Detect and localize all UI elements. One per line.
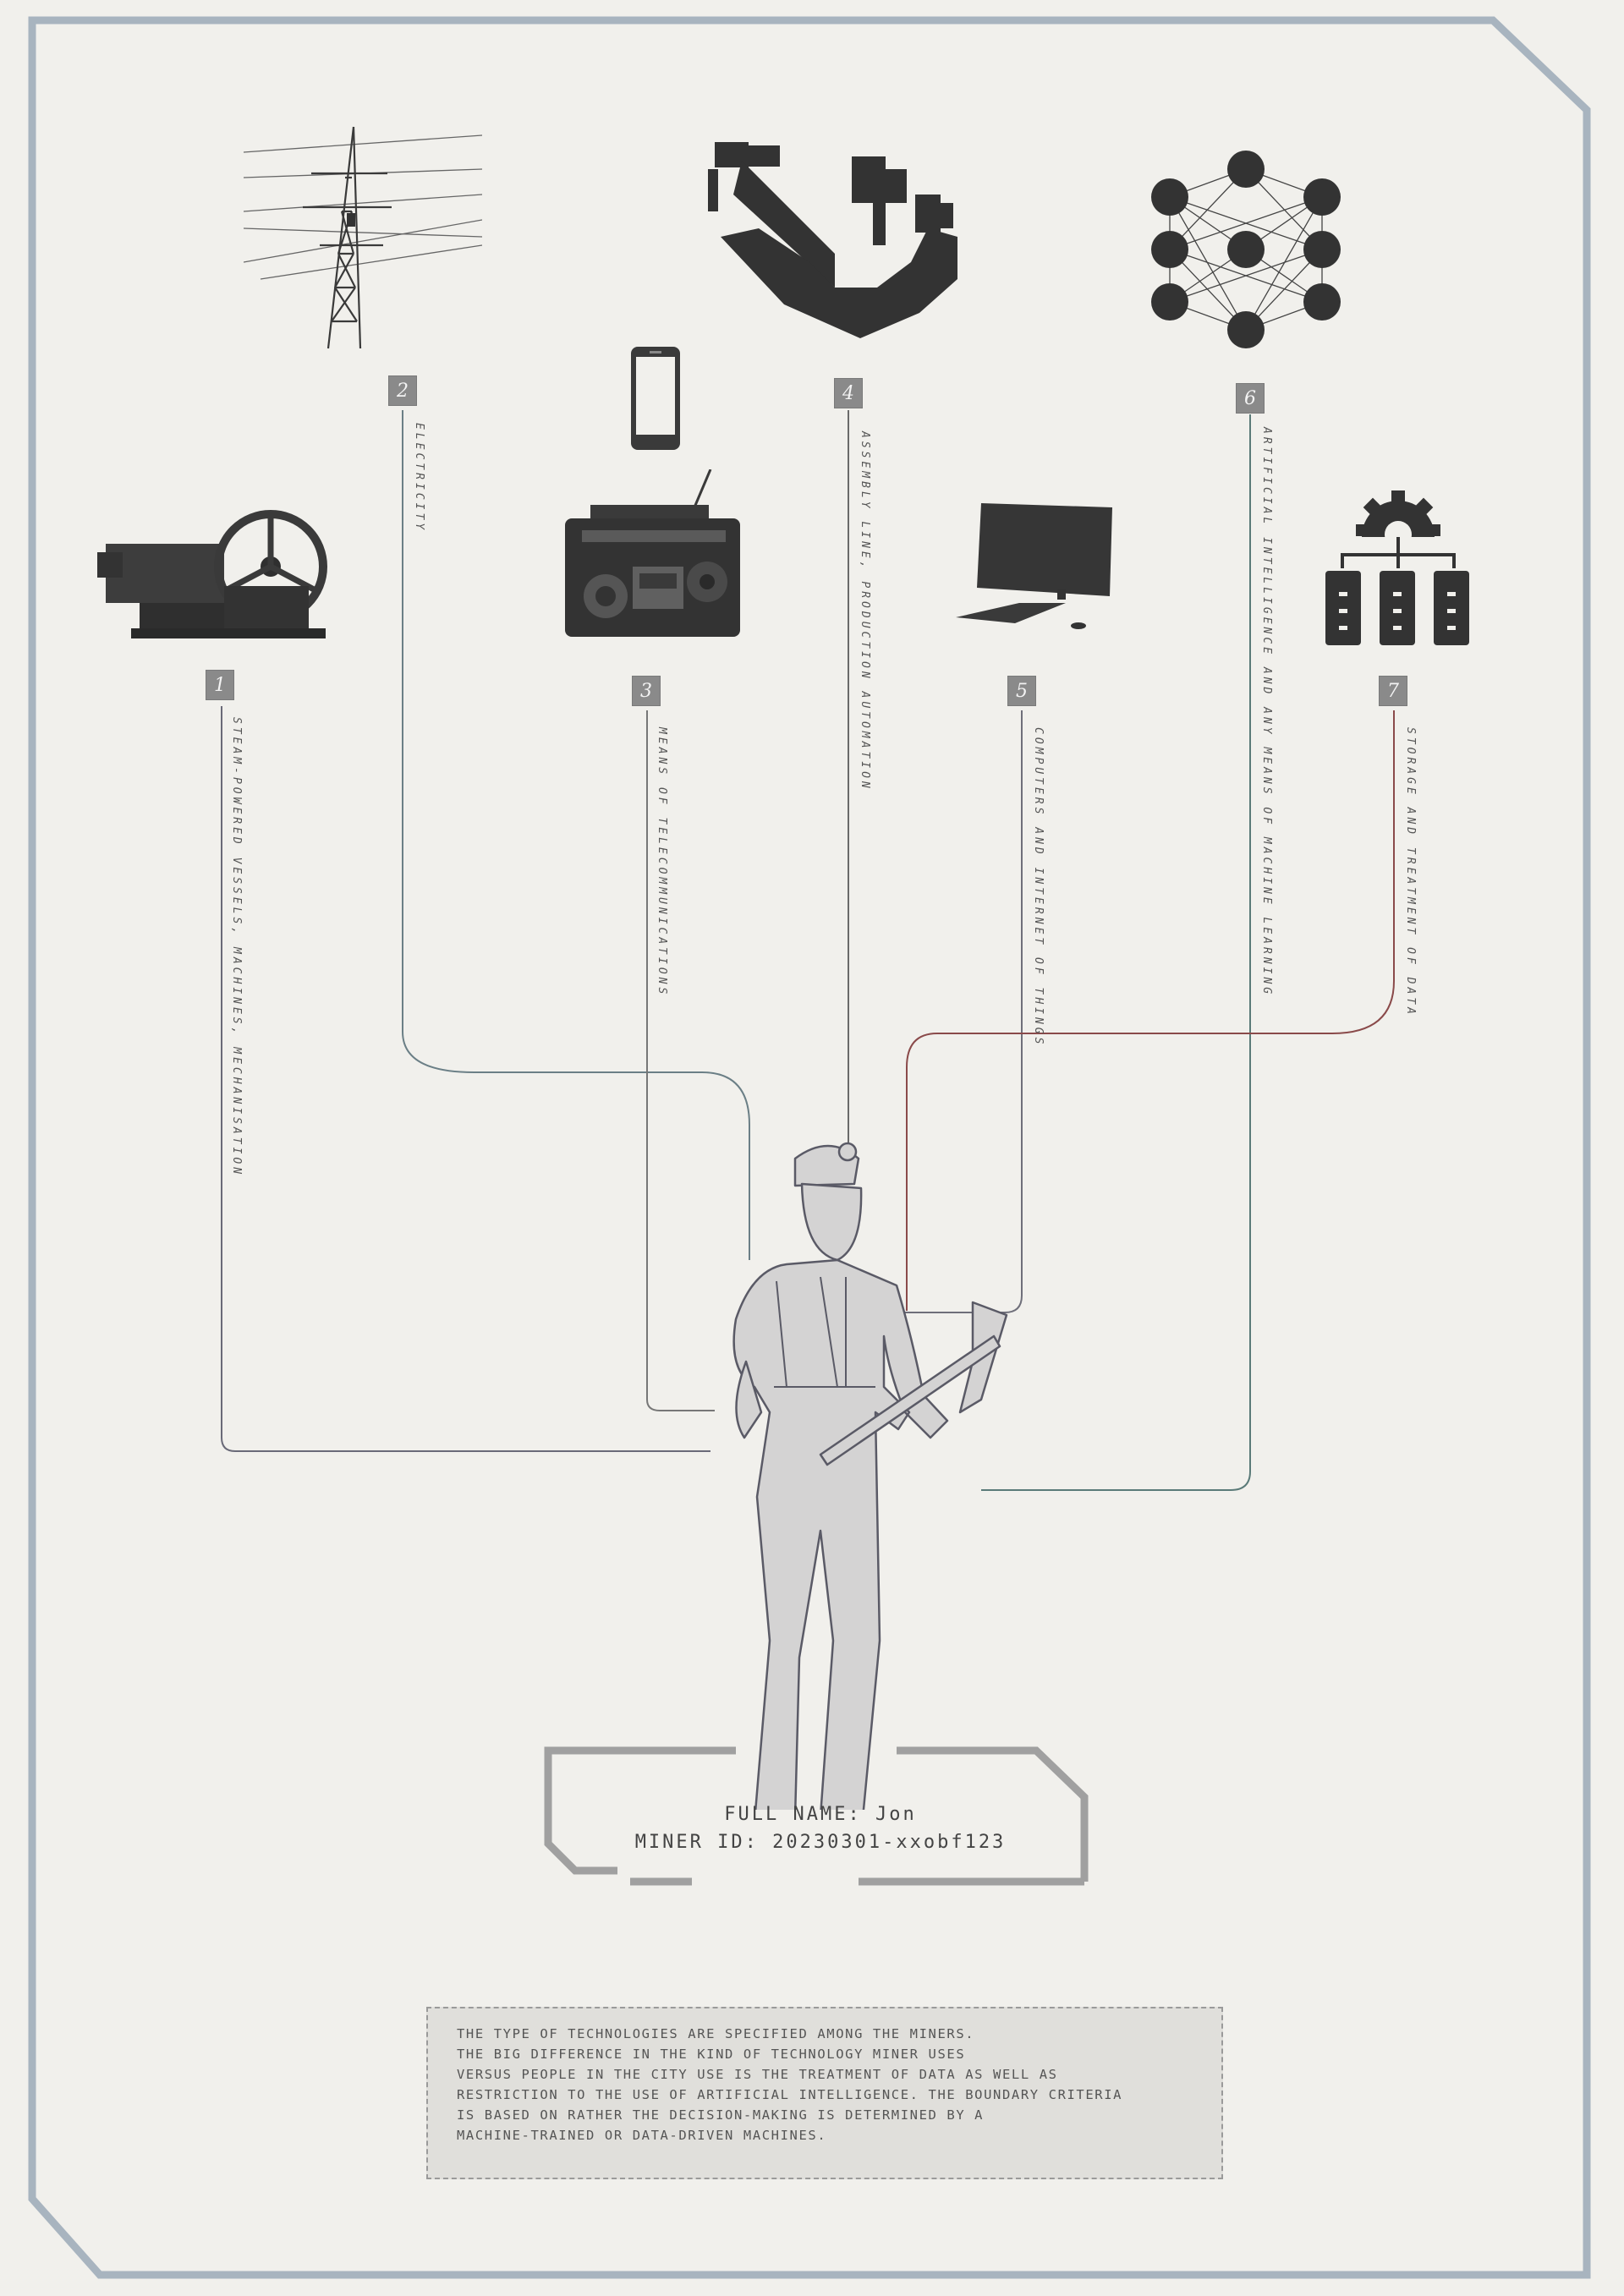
neural-network-icon	[1151, 151, 1341, 348]
note-line: The big difference in the kind of techno…	[457, 2047, 966, 2062]
assembly-line-icon	[708, 142, 957, 338]
step-badge-7: 7	[1380, 677, 1407, 705]
step-label-7: Storage and treatment of data	[1404, 727, 1417, 1017]
step-badge-4: 4	[835, 379, 862, 408]
step-label-5: Computers and Internet of Things	[1032, 727, 1045, 1048]
step-badge-5: 5	[1008, 677, 1035, 705]
connector-line-5	[897, 710, 1023, 1313]
step-badge-2: 2	[389, 376, 416, 405]
connector-line-2	[402, 410, 750, 1260]
note-line: The type of technologies are specified a…	[457, 2026, 975, 2041]
smartphone-icon	[631, 347, 680, 450]
step-badge-6: 6	[1237, 384, 1264, 413]
connector-line-6	[981, 414, 1251, 1491]
radio-icon	[565, 469, 740, 637]
note-line: restriction to the use of artificial int…	[457, 2087, 1123, 2102]
data-server-icon	[1325, 490, 1469, 645]
step-label-2: Electricity	[413, 423, 425, 534]
miner-id: MINER ID: 20230301-xxobf123	[634, 1832, 1007, 1853]
step-label-4: Assembly line, production automation	[859, 431, 871, 792]
power-pylon-icon	[244, 126, 482, 349]
step-label-3: Means of telecommunications	[656, 727, 668, 998]
connector-line-3	[646, 710, 715, 1411]
id-plate	[544, 1746, 1089, 1886]
step-label-1: Steam-powered vessels, machines, mechani…	[230, 717, 243, 1178]
step-label-6: Artificial intelligence and any means of…	[1260, 427, 1273, 998]
description-note: The type of technologies are specified a…	[426, 2007, 1223, 2179]
miner-full-name: FULL NAME: Jon	[724, 1804, 917, 1825]
note-line: machine-trained or data-driven machines.	[457, 2128, 827, 2143]
connector-line-1	[221, 706, 710, 1452]
miner-figure	[732, 1142, 1008, 1810]
steam-engine-icon	[97, 510, 327, 638]
connector-line-7	[906, 710, 1395, 1311]
step-badge-1: 1	[206, 671, 233, 699]
note-line: versus people in the city use is the tre…	[457, 2067, 1058, 2082]
step-badge-3: 3	[633, 677, 660, 705]
computer-icon	[956, 503, 1112, 629]
note-line: is based on rather the decision-making i…	[457, 2107, 985, 2123]
